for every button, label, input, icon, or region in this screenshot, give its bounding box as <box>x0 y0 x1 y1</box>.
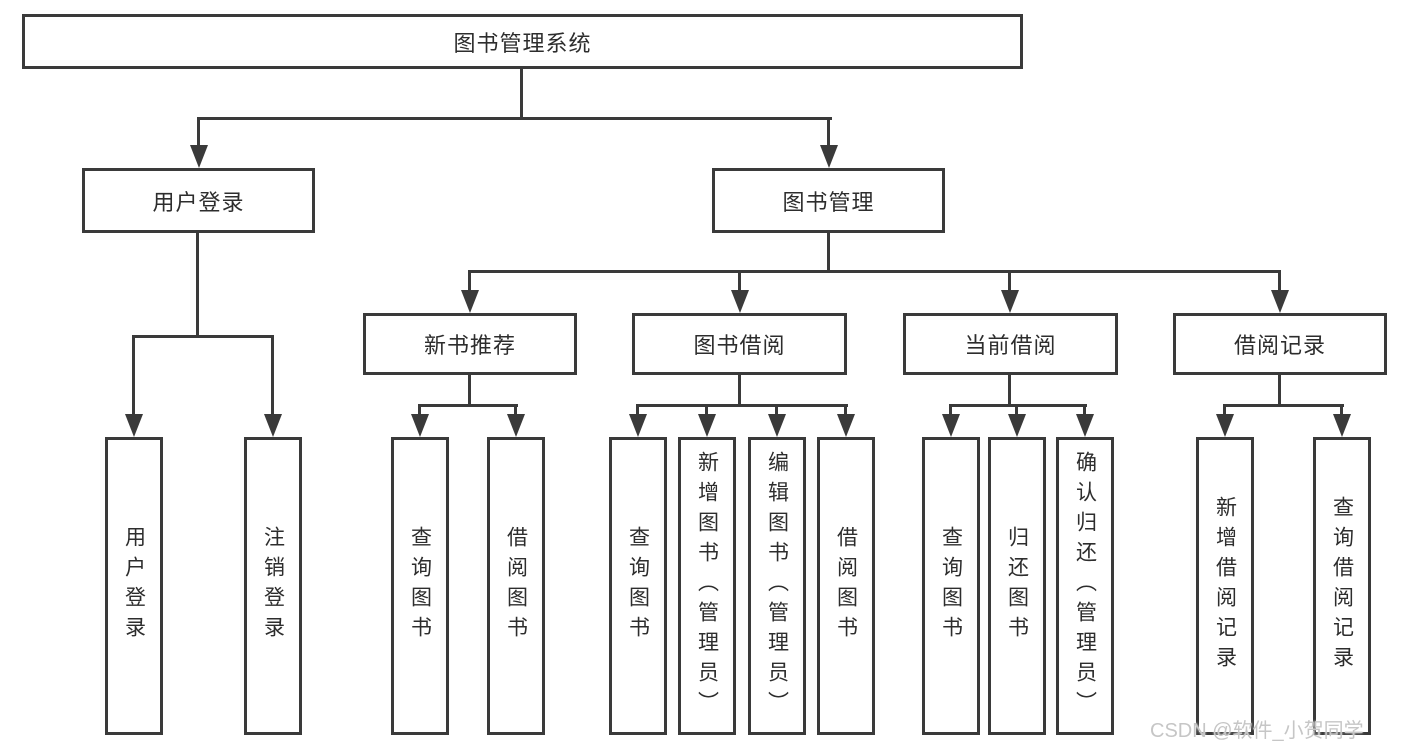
connector-drop-leaf-login <box>132 335 135 415</box>
connector-drop-confirm-return <box>1083 404 1086 415</box>
connector-drop-new-rec <box>468 270 471 291</box>
connector-newrec-split <box>418 404 518 407</box>
leaf-confirm-return-admin: 确认归还（管理员） <box>1056 437 1114 735</box>
leaf-borrow-books-recommend: 借阅图书 <box>487 437 545 735</box>
node-book-management-label: 图书管理 <box>782 189 875 215</box>
leaf-query-books-recommend: 查询图书 <box>391 437 449 735</box>
connector-drop-user-login <box>197 117 200 147</box>
connector-currentborrow-split <box>949 404 1087 407</box>
arrowhead-borrow1 <box>507 414 525 437</box>
connector-drop-borrow-record <box>1278 270 1281 291</box>
connector-drop-book-borrow <box>738 270 741 291</box>
connector-drop-borrow2 <box>844 404 847 415</box>
leaf-query-books-recommend-label: 查询图书 <box>408 526 432 646</box>
leaf-edit-books-admin-label: 编辑图书（管理员） <box>765 451 789 721</box>
connector-drop-return-book <box>1015 404 1018 415</box>
connector-root-split <box>197 117 832 120</box>
leaf-query-books-current: 查询图书 <box>922 437 980 735</box>
leaf-add-books-admin-label: 新增图书（管理员） <box>695 451 719 721</box>
connector-drop-current-borrow <box>1008 270 1011 291</box>
node-book-borrow-label: 图书借阅 <box>693 333 786 358</box>
arrowhead-book-mgmt <box>820 145 838 168</box>
arrowhead-query2 <box>629 414 647 437</box>
connector-newrec-stem <box>468 375 471 407</box>
connector-drop-edit-book <box>775 404 778 415</box>
leaf-borrow-books-recommend-label: 借阅图书 <box>504 526 528 646</box>
node-root-library-system: 图书管理系统 <box>22 14 1023 69</box>
connector-record-split <box>1223 404 1344 407</box>
connector-drop-query2 <box>636 404 639 415</box>
node-user-login: 用户登录 <box>82 168 315 233</box>
arrowhead-query-record <box>1333 414 1351 437</box>
connector-record-stem <box>1278 375 1281 407</box>
leaf-edit-books-admin: 编辑图书（管理员） <box>748 437 806 735</box>
connector-bookborrow-split <box>636 404 848 407</box>
connector-currentborrow-stem <box>1008 375 1011 407</box>
csdn-watermark: CSDN @软件_小贺同学 <box>1150 720 1364 742</box>
node-root-label: 图书管理系统 <box>453 30 592 56</box>
arrowhead-confirm-return <box>1076 414 1094 437</box>
leaf-confirm-return-admin-label: 确认归还（管理员） <box>1073 451 1097 721</box>
arrowhead-borrow-record <box>1271 290 1289 313</box>
connector-drop-query-record <box>1340 404 1343 415</box>
leaf-borrow-books: 借阅图书 <box>817 437 875 735</box>
leaf-logout: 注销登录 <box>244 437 302 735</box>
arrowhead-leaf-logout <box>264 414 282 437</box>
leaf-user-login: 用户登录 <box>105 437 163 735</box>
leaf-add-borrow-record: 新增借阅记录 <box>1196 437 1254 735</box>
connector-bookmgmt-split <box>468 270 1281 273</box>
connector-drop-add-book <box>705 404 708 415</box>
connector-bookmgmt-stem <box>827 233 830 272</box>
leaf-user-login-label: 用户登录 <box>122 526 146 646</box>
arrowhead-new-rec <box>461 290 479 313</box>
arrowhead-user-login <box>190 145 208 168</box>
connector-bookborrow-stem <box>738 375 741 407</box>
connector-drop-query1 <box>418 404 421 415</box>
connector-drop-add-record <box>1223 404 1226 415</box>
arrowhead-current-borrow <box>1001 290 1019 313</box>
leaf-add-borrow-record-label: 新增借阅记录 <box>1213 496 1237 676</box>
connector-userlogin-split <box>132 335 274 338</box>
leaf-query-borrow-record-label: 查询借阅记录 <box>1330 496 1354 676</box>
arrowhead-borrow2 <box>837 414 855 437</box>
node-user-login-label: 用户登录 <box>152 189 245 215</box>
leaf-add-books-admin: 新增图书（管理员） <box>678 437 736 735</box>
leaf-query-books-current-label: 查询图书 <box>939 526 963 646</box>
arrowhead-return-book <box>1008 414 1026 437</box>
arrowhead-add-record <box>1216 414 1234 437</box>
arrowhead-query1 <box>411 414 429 437</box>
connector-drop-borrow1 <box>514 404 517 415</box>
arrowhead-query3 <box>942 414 960 437</box>
connector-userlogin-stem <box>196 233 199 335</box>
arrowhead-book-borrow <box>731 290 749 313</box>
node-borrow-records-label: 借阅记录 <box>1233 333 1326 358</box>
leaf-query-books-borrow-label: 查询图书 <box>626 526 650 646</box>
node-book-management: 图书管理 <box>712 168 945 233</box>
node-new-book-recommend-label: 新书推荐 <box>423 333 516 358</box>
connector-drop-query3 <box>949 404 952 415</box>
connector-root-stem <box>520 69 523 117</box>
node-new-book-recommend: 新书推荐 <box>363 313 577 375</box>
node-current-borrow-label: 当前借阅 <box>964 333 1057 358</box>
connector-drop-leaf-logout <box>271 335 274 415</box>
leaf-return-books-label: 归还图书 <box>1005 526 1029 646</box>
node-book-borrow: 图书借阅 <box>632 313 847 375</box>
arrowhead-leaf-login <box>125 414 143 437</box>
leaf-logout-label: 注销登录 <box>261 526 285 646</box>
arrowhead-add-book <box>698 414 716 437</box>
leaf-borrow-books-label: 借阅图书 <box>834 526 858 646</box>
node-borrow-records: 借阅记录 <box>1173 313 1387 375</box>
leaf-query-borrow-record: 查询借阅记录 <box>1313 437 1371 735</box>
node-current-borrow: 当前借阅 <box>903 313 1118 375</box>
leaf-query-books-borrow: 查询图书 <box>609 437 667 735</box>
arrowhead-edit-book <box>768 414 786 437</box>
connector-drop-book-mgmt <box>827 117 830 147</box>
leaf-return-books: 归还图书 <box>988 437 1046 735</box>
